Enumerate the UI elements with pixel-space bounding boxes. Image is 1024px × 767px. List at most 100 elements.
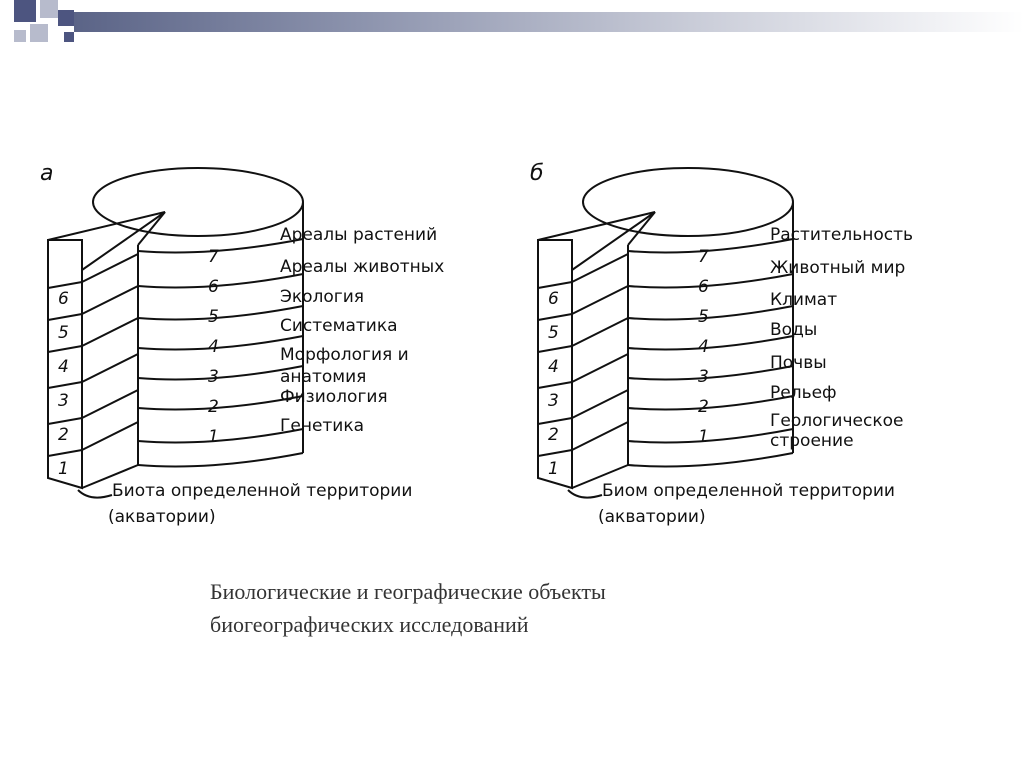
caption-line-2: биогеографических исследований <box>210 608 770 641</box>
fig-b-wedge-diagonal <box>572 390 628 418</box>
fig-b-wedge-number: 5 <box>548 323 559 343</box>
fig-a-label: Экология <box>280 287 364 307</box>
header-gradient-bar <box>74 12 1024 32</box>
fig-a-layer-arc <box>138 239 303 253</box>
fig-a-layer-arc <box>138 429 303 443</box>
fig-a-wedge-number: 4 <box>58 357 69 377</box>
fig-b-layer-number: 6 <box>698 277 709 297</box>
fig-b-wedge-number: 6 <box>548 289 559 309</box>
fig-b-wedge-diagonal <box>572 354 628 382</box>
fig-b-layer-arc <box>628 396 793 410</box>
header-square-5 <box>14 30 26 42</box>
fig-a-layer-number: 1 <box>208 427 219 447</box>
fig-a-wedge-layer-line <box>48 346 82 352</box>
fig-b-wedge-number: 1 <box>548 459 559 479</box>
fig-b-layer-arc <box>628 306 793 320</box>
fig-a-wedge-layer-line <box>48 282 82 288</box>
fig-a-letter: а <box>40 161 53 186</box>
fig-a-label: Генетика <box>280 416 364 436</box>
fig-a-layer-number: 3 <box>208 367 219 387</box>
fig-a-wedge-diagonal <box>82 354 138 382</box>
fig-b-base-pointer <box>568 490 602 498</box>
fig-a-wedge-number: 1 <box>58 459 69 479</box>
fig-b-layer-number: 3 <box>698 367 709 387</box>
fig-a-label: Систематика <box>280 316 398 336</box>
fig-a-base-label: (акватории) <box>108 507 216 527</box>
fig-a-layer-arc <box>138 306 303 320</box>
fig-a-base-pointer <box>78 490 112 498</box>
fig-a-layer-arc <box>138 366 303 380</box>
fig-b-wedge-number: 4 <box>548 357 559 377</box>
fig-a-layer-number: 2 <box>208 397 219 417</box>
fig-a-layer-arc <box>138 396 303 410</box>
fig-b-label: Климат <box>770 290 837 310</box>
fig-a-label: Физиология <box>280 387 388 407</box>
fig-b-base-label: (акватории) <box>598 507 706 527</box>
fig-b-label: Животный мир <box>770 258 905 278</box>
fig-a-wedge-diagonal <box>82 286 138 314</box>
header-square-4 <box>58 10 74 26</box>
fig-a-layer-number: 5 <box>208 307 219 327</box>
fig-a-wedge-number: 5 <box>58 323 69 343</box>
fig-a-cylinder-top <box>93 168 303 236</box>
fig-a-wedge-layer-line <box>48 418 82 424</box>
fig-b-wedge-diagonal <box>572 422 628 450</box>
fig-a-wedge-diagonal <box>82 318 138 346</box>
fig-b-layer-arc <box>628 239 793 253</box>
fig-b-layer-arc <box>628 429 793 443</box>
fig-b-cylinder-top <box>583 168 793 236</box>
fig-a-wedge-layer-line <box>48 314 82 320</box>
fig-b-label: Почвы <box>770 353 827 373</box>
fig-b-wedge-layer-line <box>538 314 572 320</box>
fig-a-layer-number: 6 <box>208 277 219 297</box>
fig-a-layer-arc <box>138 274 303 288</box>
fig-b-wedge-layer-line <box>538 346 572 352</box>
fig-b-label: Растительность <box>770 225 913 245</box>
decorative-header <box>0 0 1024 56</box>
fig-b-wedge-layer-line <box>538 450 572 456</box>
fig-a-wedge-diagonal <box>82 254 138 282</box>
fig-b-layer-arc <box>628 336 793 350</box>
fig-a-label: Ареалы животных <box>280 257 444 277</box>
fig-b-wedge-diagonal <box>572 286 628 314</box>
fig-b-wedge-layer-line <box>538 382 572 388</box>
fig-a-label: Морфология и <box>280 345 409 365</box>
fig-b-wedge-diagonal <box>572 254 628 282</box>
fig-a-wedge-layer-line <box>48 450 82 456</box>
fig-b-wedge-number: 2 <box>548 425 559 445</box>
fig-a-label: Ареалы растений <box>280 225 437 245</box>
fig-a-wedge-diagonal <box>82 390 138 418</box>
fig-a-base-label: Биота определенной территории <box>112 481 412 501</box>
fig-b-letter: б <box>530 161 544 186</box>
fig-a-wedge-diagonal <box>82 422 138 450</box>
fig-b-label: Воды <box>770 320 817 340</box>
fig-b-wedge-diagonal <box>572 318 628 346</box>
slide-caption: Биологические и географические объекты б… <box>210 575 770 641</box>
fig-a-layer-number: 7 <box>208 247 219 267</box>
fig-a-layer-number: 4 <box>208 337 219 357</box>
fig-b-label: Рельеф <box>770 383 837 403</box>
fig-a-wedge-number: 2 <box>58 425 69 445</box>
header-square-3 <box>30 24 48 42</box>
fig-b-layer-arc <box>628 274 793 288</box>
fig-b-base-label: Биом определенной территории <box>602 481 895 501</box>
fig-b-layer-number: 2 <box>698 397 709 417</box>
fig-b-layer-number: 5 <box>698 307 709 327</box>
header-square-1 <box>14 0 36 22</box>
fig-a-label: анатомия <box>280 367 366 387</box>
fig-b-layer-arc <box>628 366 793 380</box>
fig-a-wedge-layer-line <box>48 382 82 388</box>
fig-b-layer-number: 7 <box>698 247 709 267</box>
fig-b-layer-number: 1 <box>698 427 709 447</box>
fig-b-cylinder-bottom <box>628 453 793 467</box>
caption-line-1: Биологические и географические объекты <box>210 575 770 608</box>
fig-b-wedge-layer-line <box>538 418 572 424</box>
fig-a-wedge-number: 3 <box>58 391 69 411</box>
fig-a-layer-arc <box>138 336 303 350</box>
fig-a-wedge-number: 6 <box>58 289 69 309</box>
